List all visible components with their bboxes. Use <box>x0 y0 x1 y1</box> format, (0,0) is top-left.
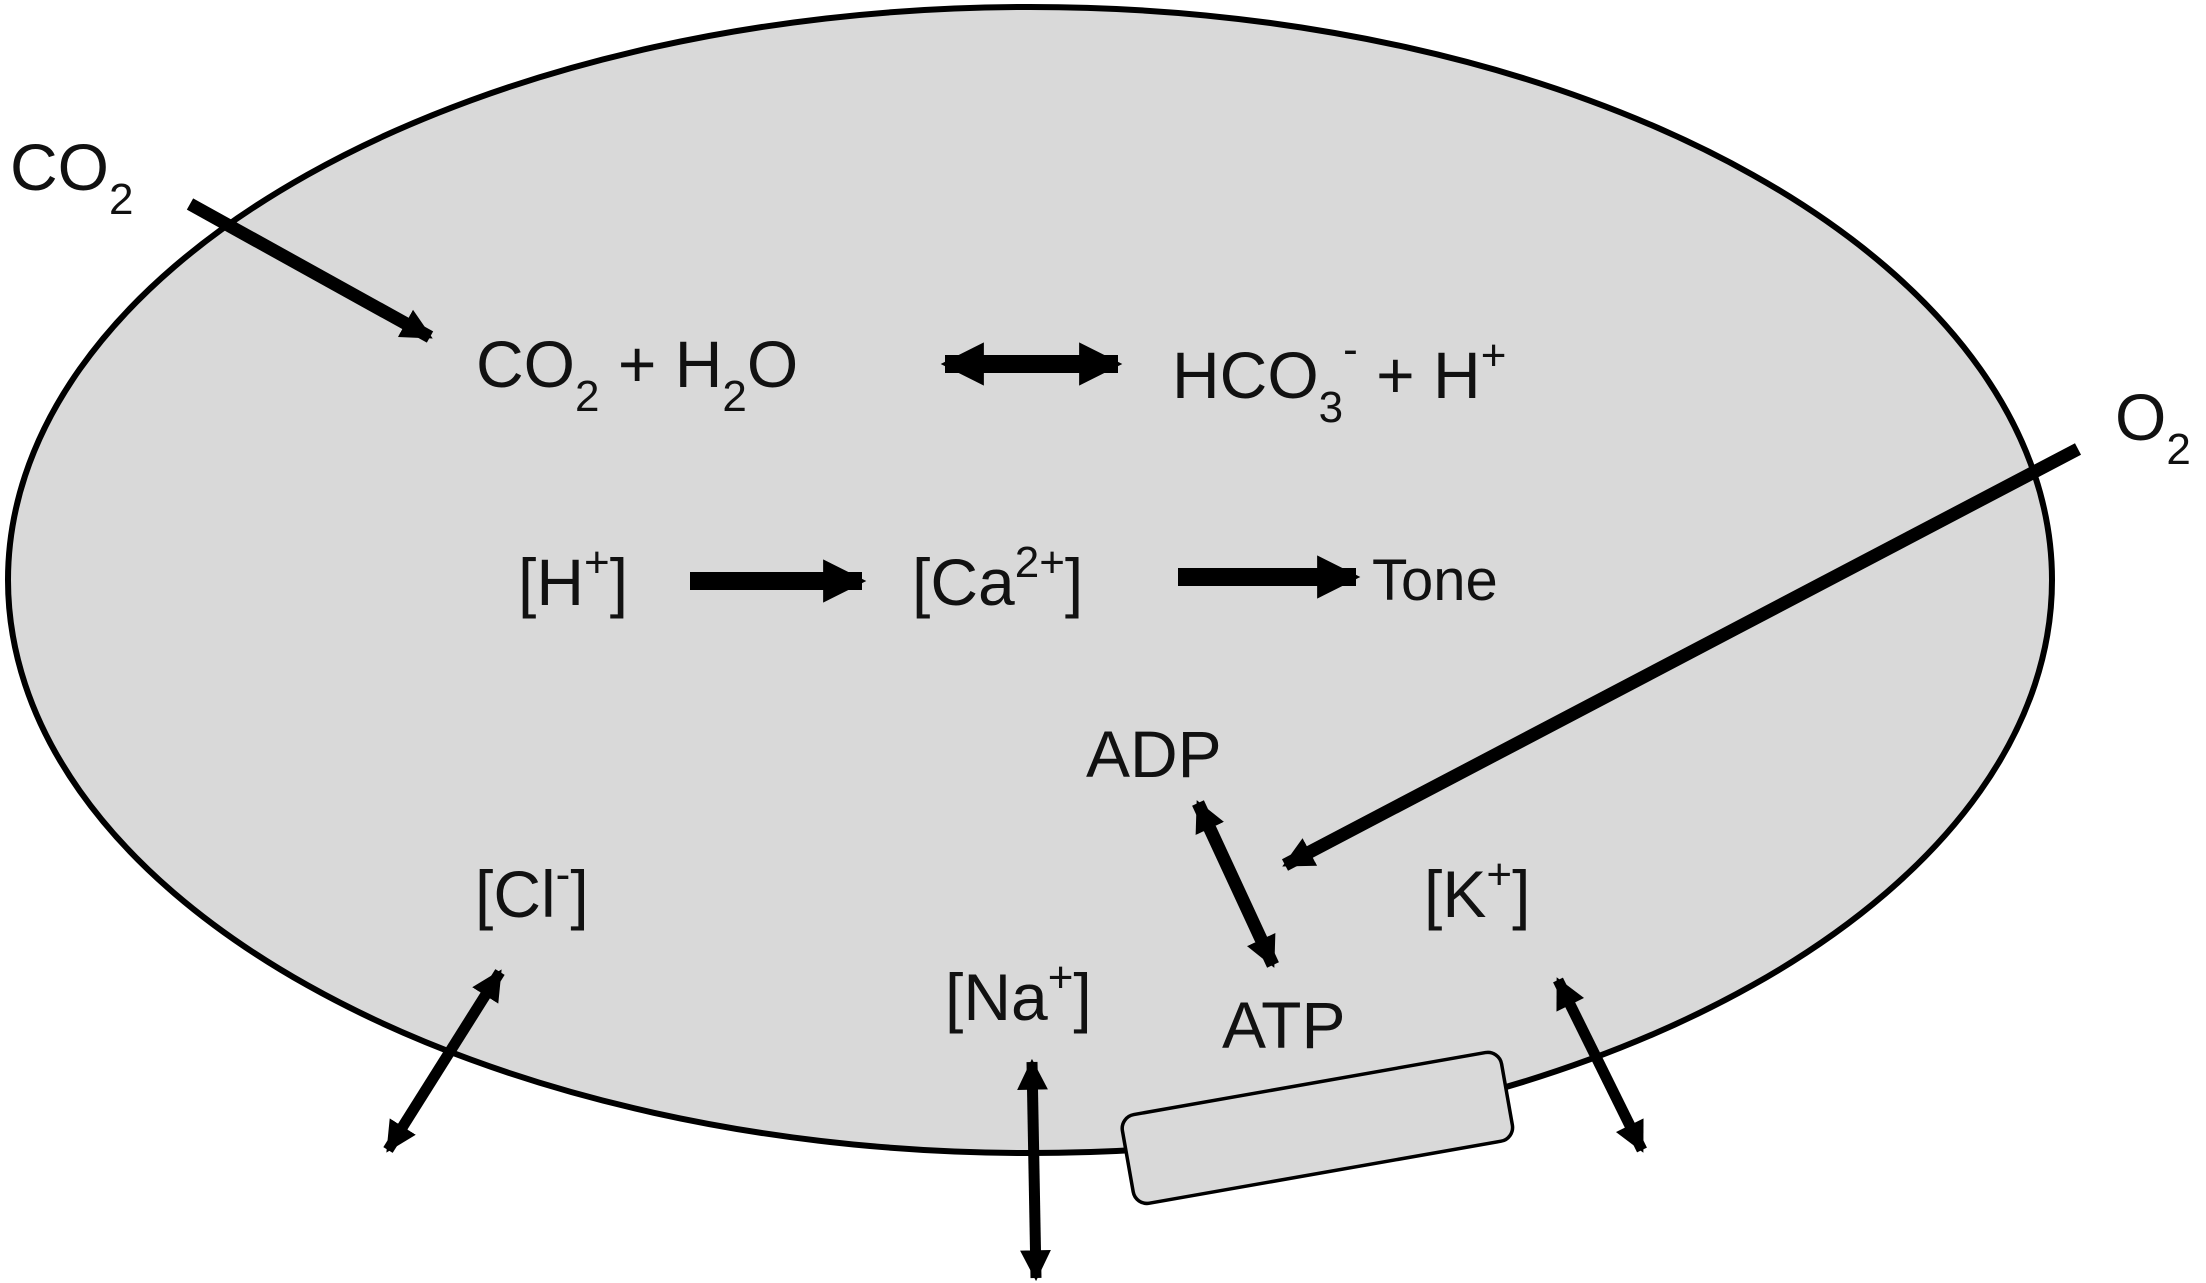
tone-label: Tone <box>1372 548 1498 613</box>
membrane-transporter <box>1120 1050 1515 1206</box>
o2-influx-arrow <box>1281 443 2082 871</box>
reaction-left-label: CO2 + H2O <box>476 327 798 421</box>
adp-label: ADP <box>1086 717 1222 791</box>
na-ion-label: [Na+] <box>945 953 1092 1034</box>
k-exchange-arrow <box>1553 977 1647 1153</box>
cl-exchange-arrow <box>383 969 505 1153</box>
ca-ion-label: [Ca2+] <box>912 538 1083 619</box>
co2-influx-arrow <box>186 198 434 343</box>
reaction-right-label: HCO3- + H+ <box>1172 325 1506 432</box>
adp-atp-arrow <box>1192 800 1279 968</box>
k-ion-label: [K+] <box>1424 850 1530 931</box>
h-ion-label: [H+] <box>518 538 628 619</box>
na-exchange-arrow <box>1017 1058 1051 1282</box>
co2-outside-label: CO2 <box>10 130 133 224</box>
atp-label: ATP <box>1222 988 1345 1062</box>
cl-ion-label: [Cl-] <box>475 850 589 931</box>
o2-outside-label: O2 <box>2115 380 2191 474</box>
